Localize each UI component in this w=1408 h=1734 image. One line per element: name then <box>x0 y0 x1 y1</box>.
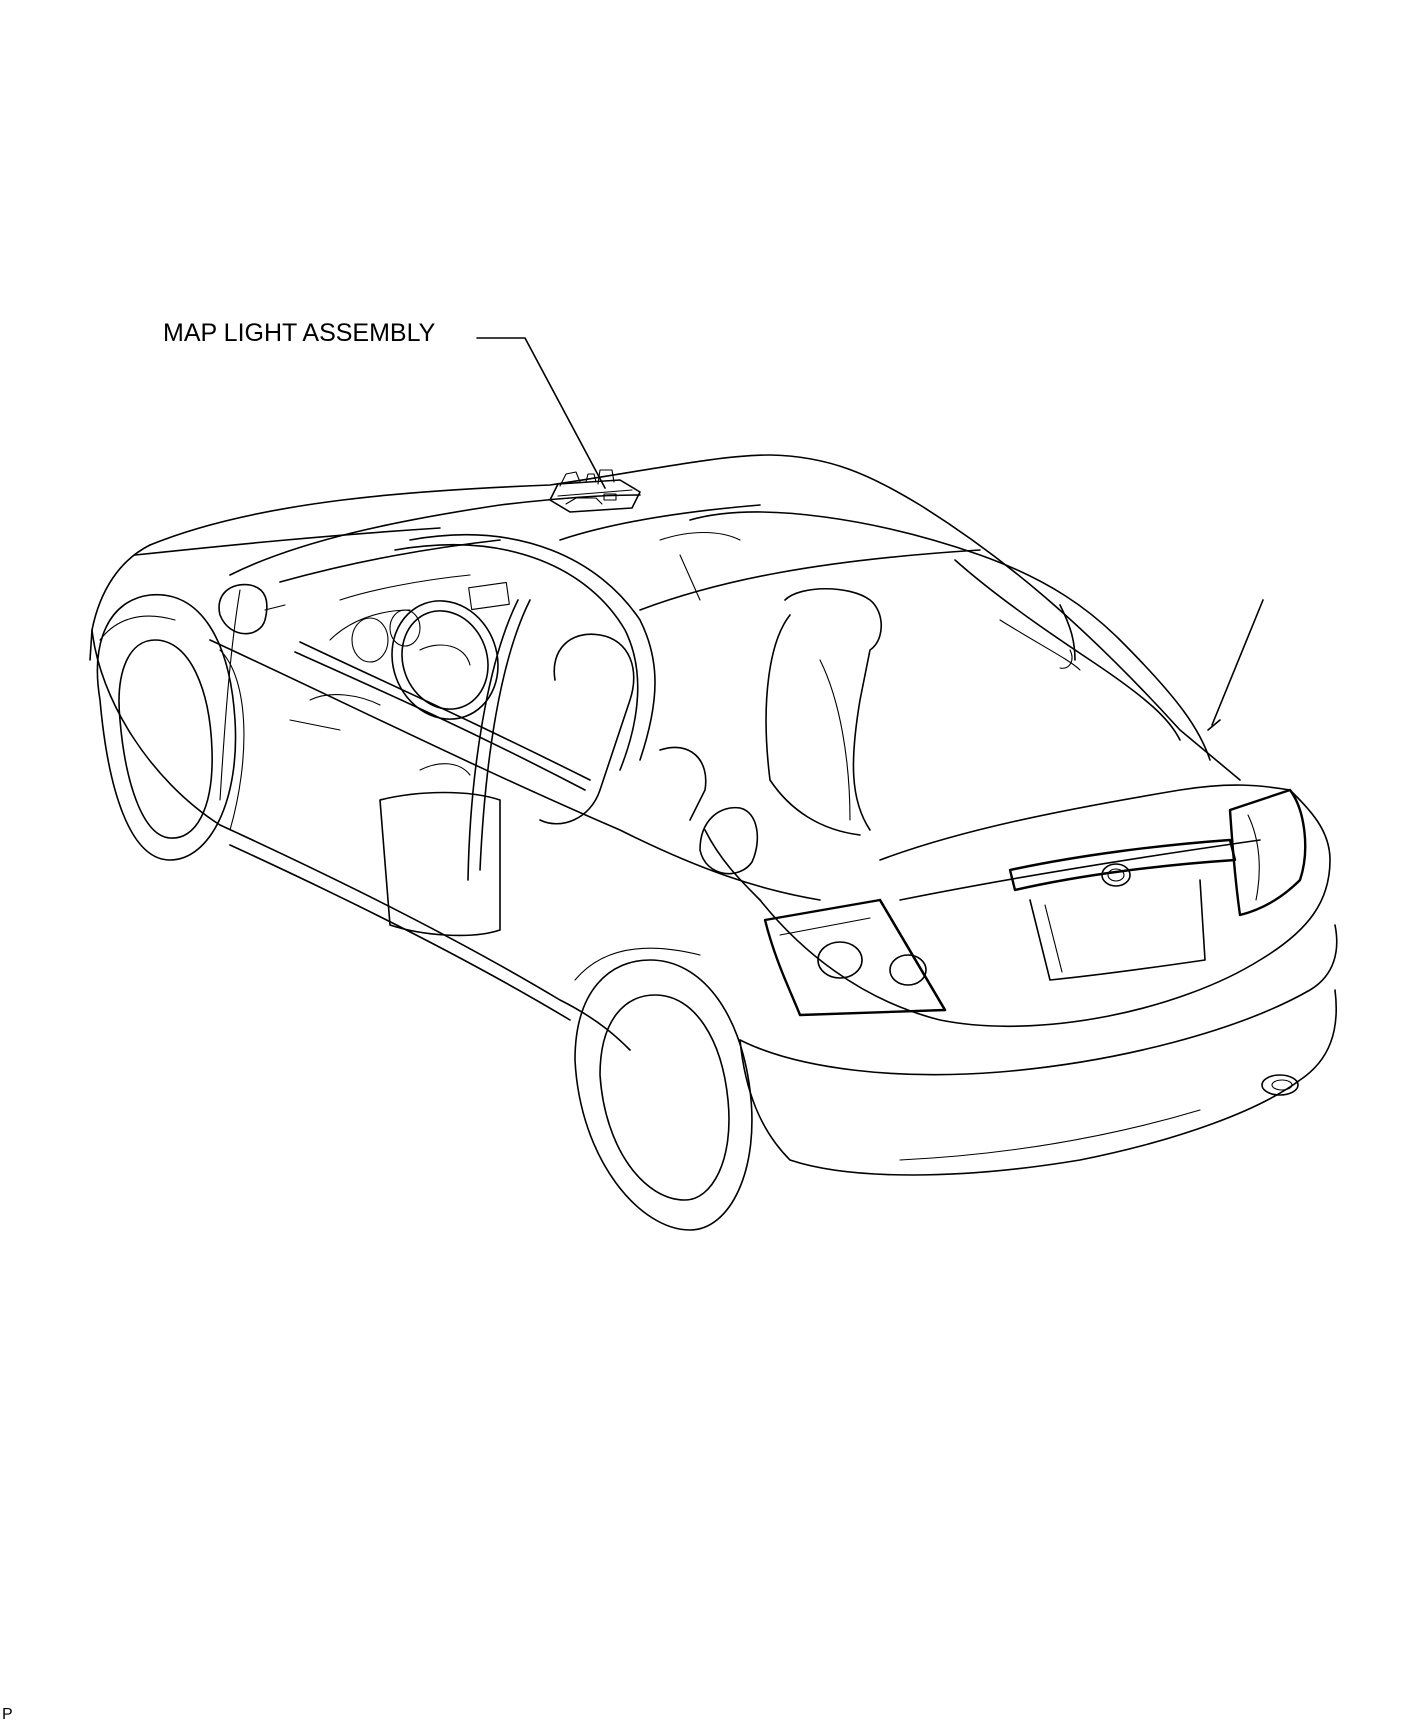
trunk-lid <box>1008 838 1237 981</box>
map-light-assembly <box>549 469 641 513</box>
callout-leader <box>476 337 606 489</box>
front-wheel <box>96 593 237 861</box>
side-mirror <box>218 583 286 635</box>
car-body <box>89 454 1338 1176</box>
interior <box>289 531 1081 937</box>
figure-code: P <box>2 1706 13 1723</box>
callout-label-map-light-assembly: MAP LIGHT ASSEMBLY <box>163 319 436 347</box>
rear-wheel <box>574 947 753 1231</box>
rear-lights <box>763 788 1307 1017</box>
